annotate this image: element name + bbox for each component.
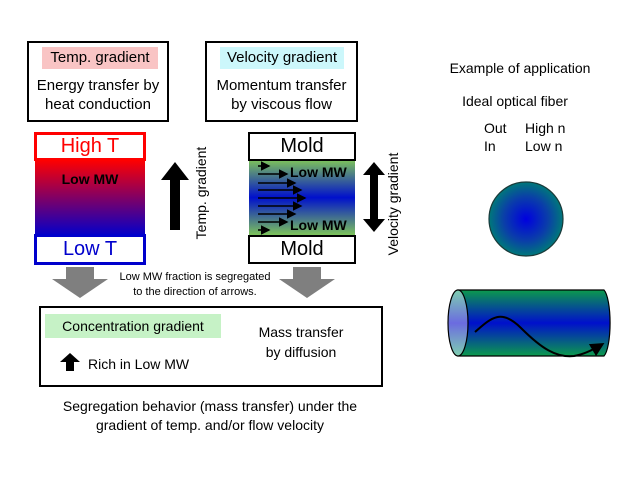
temp-gradient-arrow-icon bbox=[161, 162, 189, 230]
light-path bbox=[474, 315, 605, 358]
concentration-gradient-header: Concentration gradient bbox=[45, 314, 221, 338]
concentration-gradient-box: Concentration gradient Rich in Low MW Ma… bbox=[39, 306, 383, 387]
temp-gradient-description-line1: Energy transfer by bbox=[36, 77, 160, 94]
velocity-gradient-header: Velocity gradient bbox=[220, 47, 344, 69]
velocity-gradient-description-line1: Momentum transfer bbox=[216, 77, 347, 94]
temp-gradient-description-line2: heat conduction bbox=[45, 96, 151, 113]
low-mw-label-temp: Low MW bbox=[61, 171, 119, 187]
velocity-gradient-description-line2: by viscous flow bbox=[231, 96, 332, 113]
fiber-cylinder bbox=[447, 289, 611, 358]
velocity-gradient-arrow-label: Velocity gradient bbox=[385, 152, 401, 256]
mold-bottom: Mold bbox=[248, 235, 356, 264]
segregation-note-line1: Low MW fraction is segregated bbox=[119, 271, 271, 283]
velocity-gradient-double-arrow-icon bbox=[363, 162, 385, 232]
legend-low-n: Low n bbox=[525, 138, 563, 154]
flow-arrows bbox=[258, 161, 307, 235]
temp-gradient-box: Temp. gradient Energy transfer by heat c… bbox=[27, 41, 169, 122]
temp-gradient-arrow-label: Temp. gradient bbox=[193, 146, 209, 240]
temp-gradient-header: Temp. gradient bbox=[42, 47, 158, 69]
low-mw-label-velocity-top: Low MW bbox=[290, 164, 347, 180]
legend-out: Out bbox=[484, 120, 507, 136]
velocity-gradient-box: Velocity gradient Momentum transfer by v… bbox=[205, 41, 358, 122]
mass-transfer-line2: by diffusion bbox=[265, 344, 337, 360]
legend-high-n: High n bbox=[525, 120, 566, 136]
high-t-box: High T bbox=[34, 132, 146, 161]
temp-gradient-fill bbox=[35, 160, 145, 236]
segregation-arrow-right-icon bbox=[279, 267, 335, 298]
mass-transfer-line1: Mass transfer bbox=[258, 324, 344, 340]
legend-in: In bbox=[484, 138, 496, 154]
segregation-arrow-left-icon bbox=[52, 267, 108, 298]
rich-arrow-icon bbox=[60, 353, 80, 371]
mold-top: Mold bbox=[248, 132, 356, 161]
caption-line2: gradient of temp. and/or flow velocity bbox=[95, 417, 324, 433]
rich-in-low-mw-label: Rich in Low MW bbox=[88, 356, 190, 372]
low-t-box: Low T bbox=[34, 234, 146, 265]
fiber-cross-section bbox=[488, 181, 564, 257]
fiber-end-face bbox=[447, 289, 469, 357]
low-mw-label-velocity-bottom: Low MW bbox=[290, 217, 347, 233]
segregation-note-line2: to the direction of arrows. bbox=[133, 286, 257, 298]
application-subtitle: Ideal optical fiber bbox=[462, 93, 568, 109]
fiber-body bbox=[457, 289, 611, 357]
application-title: Example of application bbox=[449, 60, 591, 76]
caption-line1: Segregation behavior (mass transfer) und… bbox=[62, 398, 358, 414]
